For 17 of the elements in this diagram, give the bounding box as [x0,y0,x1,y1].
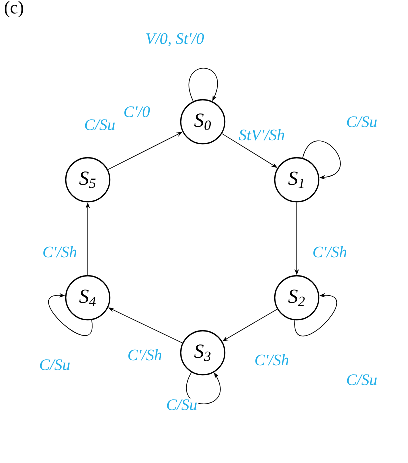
edge-label: C/Su [345,116,379,128]
self-loop-arrow [188,68,218,102]
edge-label: C′/Sh [254,353,290,367]
self-loop-arrow [186,372,221,404]
edge-label: C′/Sh [126,348,164,362]
transition-label: C/Su [85,120,115,130]
edge-label: C/Su [38,358,72,372]
self-loop-arrow [302,140,341,180]
edge-label: StV′/Sh [238,128,286,142]
panel-label: (c) [4,1,24,18]
edge-label: C′/0 [122,106,152,118]
edge-label: V/0, St′/0 [144,32,206,48]
edge-label: C′/Sh [312,245,348,259]
edge-label: C/Su [165,398,199,412]
self-loop-arrow [48,293,93,336]
edge-label: C′/Sh [42,245,78,259]
edge-label: C/Su [345,374,379,386]
